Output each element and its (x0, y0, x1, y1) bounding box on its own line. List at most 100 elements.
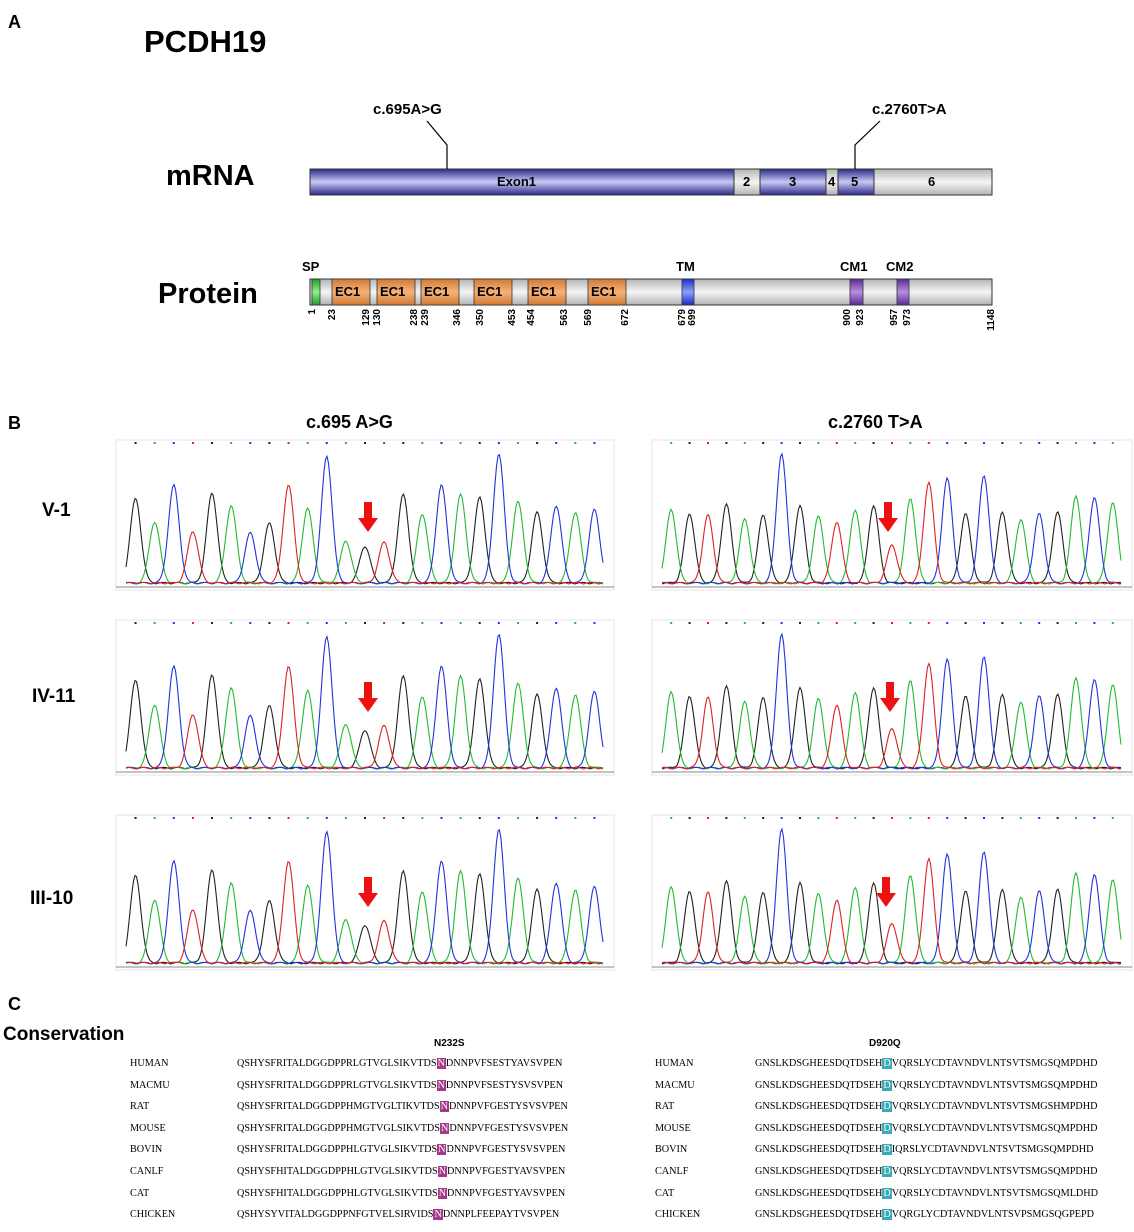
sequence: GNSLKDSGHEESDQTDSEHDVQRSLYCDTAVNDVLNTSVT… (755, 1058, 1097, 1069)
species-name: MOUSE (130, 1122, 166, 1134)
pos-1: 1 (307, 309, 318, 315)
ec-domain-6 (587, 278, 627, 306)
species-name: CANLF (130, 1166, 164, 1177)
sequence-post: DNNPLFEEPAYTVSVPEN (442, 1209, 560, 1221)
ec-label-3: EC1 (424, 284, 450, 299)
mrna-diagram (309, 120, 993, 306)
alignment-row: CHICKEN GNSLKDSGHEESDQTDSEHDVQRGLYCDTAVND… (655, 1209, 1115, 1227)
left-mutation-label: N232S (434, 1038, 465, 1049)
sequence-post: VQRSLYCDTAVNDVLNTSVTSMGSQMPDHD (891, 1166, 1098, 1177)
pos-973: 973 (902, 309, 913, 326)
ec-domain-1 (331, 278, 371, 306)
exon-6 (873, 168, 993, 196)
highlighted-residue: N (436, 1058, 446, 1069)
sequence-pre: GNSLKDSGHEESDQTDSEH (755, 1101, 883, 1113)
trace-title-right: c.2760 T>A (828, 412, 923, 432)
sequence-pre: GNSLKDSGHEESDQTDSEH (755, 1122, 883, 1134)
trace-panel (651, 439, 1133, 591)
mutation-arrow-icon (878, 502, 898, 532)
sequence-pre: QSHYSYVITALDGGDPPNFGTVELSIRVIDS (237, 1209, 434, 1221)
species-name: MOUSE (655, 1122, 691, 1134)
species-name: BOVIN (655, 1144, 688, 1156)
pos-130: 130 (372, 309, 383, 326)
sequence-post: VQRSLYCDTAVNDVLNTSVTSMGSQMPDHD (891, 1058, 1098, 1069)
ec-label-4: EC1 (477, 284, 503, 299)
tm-label: TM (676, 259, 695, 274)
species-name: RAT (130, 1101, 150, 1113)
sequence-pre: QSHYSFHITALDGGDPPHLGTVGLSIKVTDS (237, 1166, 438, 1177)
pos-699: 699 (687, 309, 698, 326)
pos-563: 563 (559, 309, 570, 326)
sequence-pre: QSHYSFRITALDGGDPPHLGTVGLSIKVTDS (237, 1144, 438, 1156)
highlighted-residue: D (882, 1101, 892, 1113)
sequence: GNSLKDSGHEESDQTDSEHDVQRSLYCDTAVNDVLNTSVT… (755, 1079, 1098, 1091)
mutation-left-label: c.695A>G (373, 101, 442, 118)
pos-454: 454 (526, 309, 537, 326)
sequence-post: DNNPVFSESTYSVSVPEN (445, 1079, 564, 1091)
species-name: CANLF (655, 1166, 689, 1177)
pos-569: 569 (583, 309, 594, 326)
tm-domain (681, 278, 695, 306)
mutation-arrow-icon (358, 682, 378, 712)
sequence-post: DNNPVFGESTYSVSVPEN (448, 1101, 568, 1113)
sequence-post: DNNPVFSESTYAVSVPEN (445, 1058, 563, 1069)
sequence-post: VQRGLYCDTAVNDVLNTSVPSMGSQGPEPD (891, 1209, 1095, 1221)
sequence-post: VQRSLYCDTAVNDVLNTSVTSMGSQMPDHD (891, 1079, 1098, 1091)
highlighted-residue: D (882, 1144, 892, 1156)
mutation-right-label: c.2760T>A (872, 101, 947, 118)
highlighted-residue: D (882, 1079, 892, 1091)
right-mutation-label: D920Q (869, 1038, 901, 1049)
ec-label-5: EC1 (531, 284, 557, 299)
protein-label: Protein (158, 278, 258, 310)
sequence-pre: QSHYSFHITALDGGDPPHLGTVGLSIKVTDS (237, 1187, 438, 1199)
exon-2-label: 2 (743, 174, 751, 189)
highlighted-residue: D (882, 1058, 892, 1069)
sample-label-iv11: IV-11 (32, 686, 76, 707)
sequence-pre: QSHYSFRITALDGGDPPHMGTVGLSIKVTDS (237, 1122, 440, 1134)
trace-title-left: c.695 A>G (306, 412, 393, 432)
mutation-left-line (426, 120, 448, 169)
sequence: GNSLKDSGHEESDQTDSEHDVQRSLYCDTAVNDVLNTSVT… (755, 1166, 1097, 1177)
sequence-pre: QSHYSFRITALDGGDPPRLGTVGLSIKVTDS (237, 1079, 437, 1091)
mrna-label: mRNA (166, 160, 255, 192)
species-name: MACMU (130, 1079, 170, 1091)
highlighted-residue: N (437, 1144, 447, 1156)
mutation-right-line (854, 120, 881, 169)
exon-1 (309, 168, 735, 196)
highlighted-residue: N (439, 1101, 449, 1113)
sequence-post: DNNPVFGESTYAVSVPEN (447, 1187, 566, 1199)
sequence: GNSLKDSGHEESDQTDSEHDIQRSLYCDTAVNDVLNTSVT… (755, 1144, 1093, 1156)
species-name: CHICKEN (655, 1209, 701, 1221)
sequence-post: DNNPVFGESTYSVSVPEN (449, 1122, 569, 1134)
cm2-label: CM2 (886, 259, 914, 274)
sequence-pre: GNSLKDSGHEESDQTDSEH (755, 1209, 883, 1221)
cm1-label: CM1 (840, 259, 868, 274)
highlighted-residue: N (436, 1079, 446, 1091)
alignment-row: BOVIN GNSLKDSGHEESDQTDSEHDIQRSLYCDTAVNDVL… (655, 1144, 1115, 1162)
exon-2 (733, 168, 761, 196)
highlighted-residue: D (882, 1209, 892, 1221)
trace-panel (115, 814, 615, 971)
ec-domain-4 (473, 278, 513, 306)
sample-label-v1: V-1 (42, 500, 71, 521)
sequence-pre: QSHYSFRITALDGGDPPRLGTVGLSIKVTDS (237, 1058, 437, 1069)
species-name: BOVIN (130, 1144, 163, 1156)
ec-label-2: EC1 (380, 284, 406, 299)
pos-239: 239 (420, 309, 431, 326)
trace-panel (115, 439, 615, 591)
sequence: QSHYSFRITALDGGDPPRLGTVGLSIKVTDSNDNNPVFSE… (237, 1058, 562, 1069)
highlighted-residue: N (437, 1166, 448, 1177)
pos-453: 453 (507, 309, 518, 326)
sequence: QSHYSYVITALDGGDPPNFGTVELSIRVIDSNDNNPLFEE… (237, 1209, 560, 1221)
chromatogram-traces (115, 439, 1133, 971)
sequence: QSHYSFHITALDGGDPPHLGTVGLSIKVTDSNDNNPVFGE… (237, 1187, 566, 1199)
exon-1-label: Exon1 (497, 174, 537, 189)
sequence: GNSLKDSGHEESDQTDSEHDVQRSLYCDTAVNDVLNTSVT… (755, 1187, 1098, 1199)
